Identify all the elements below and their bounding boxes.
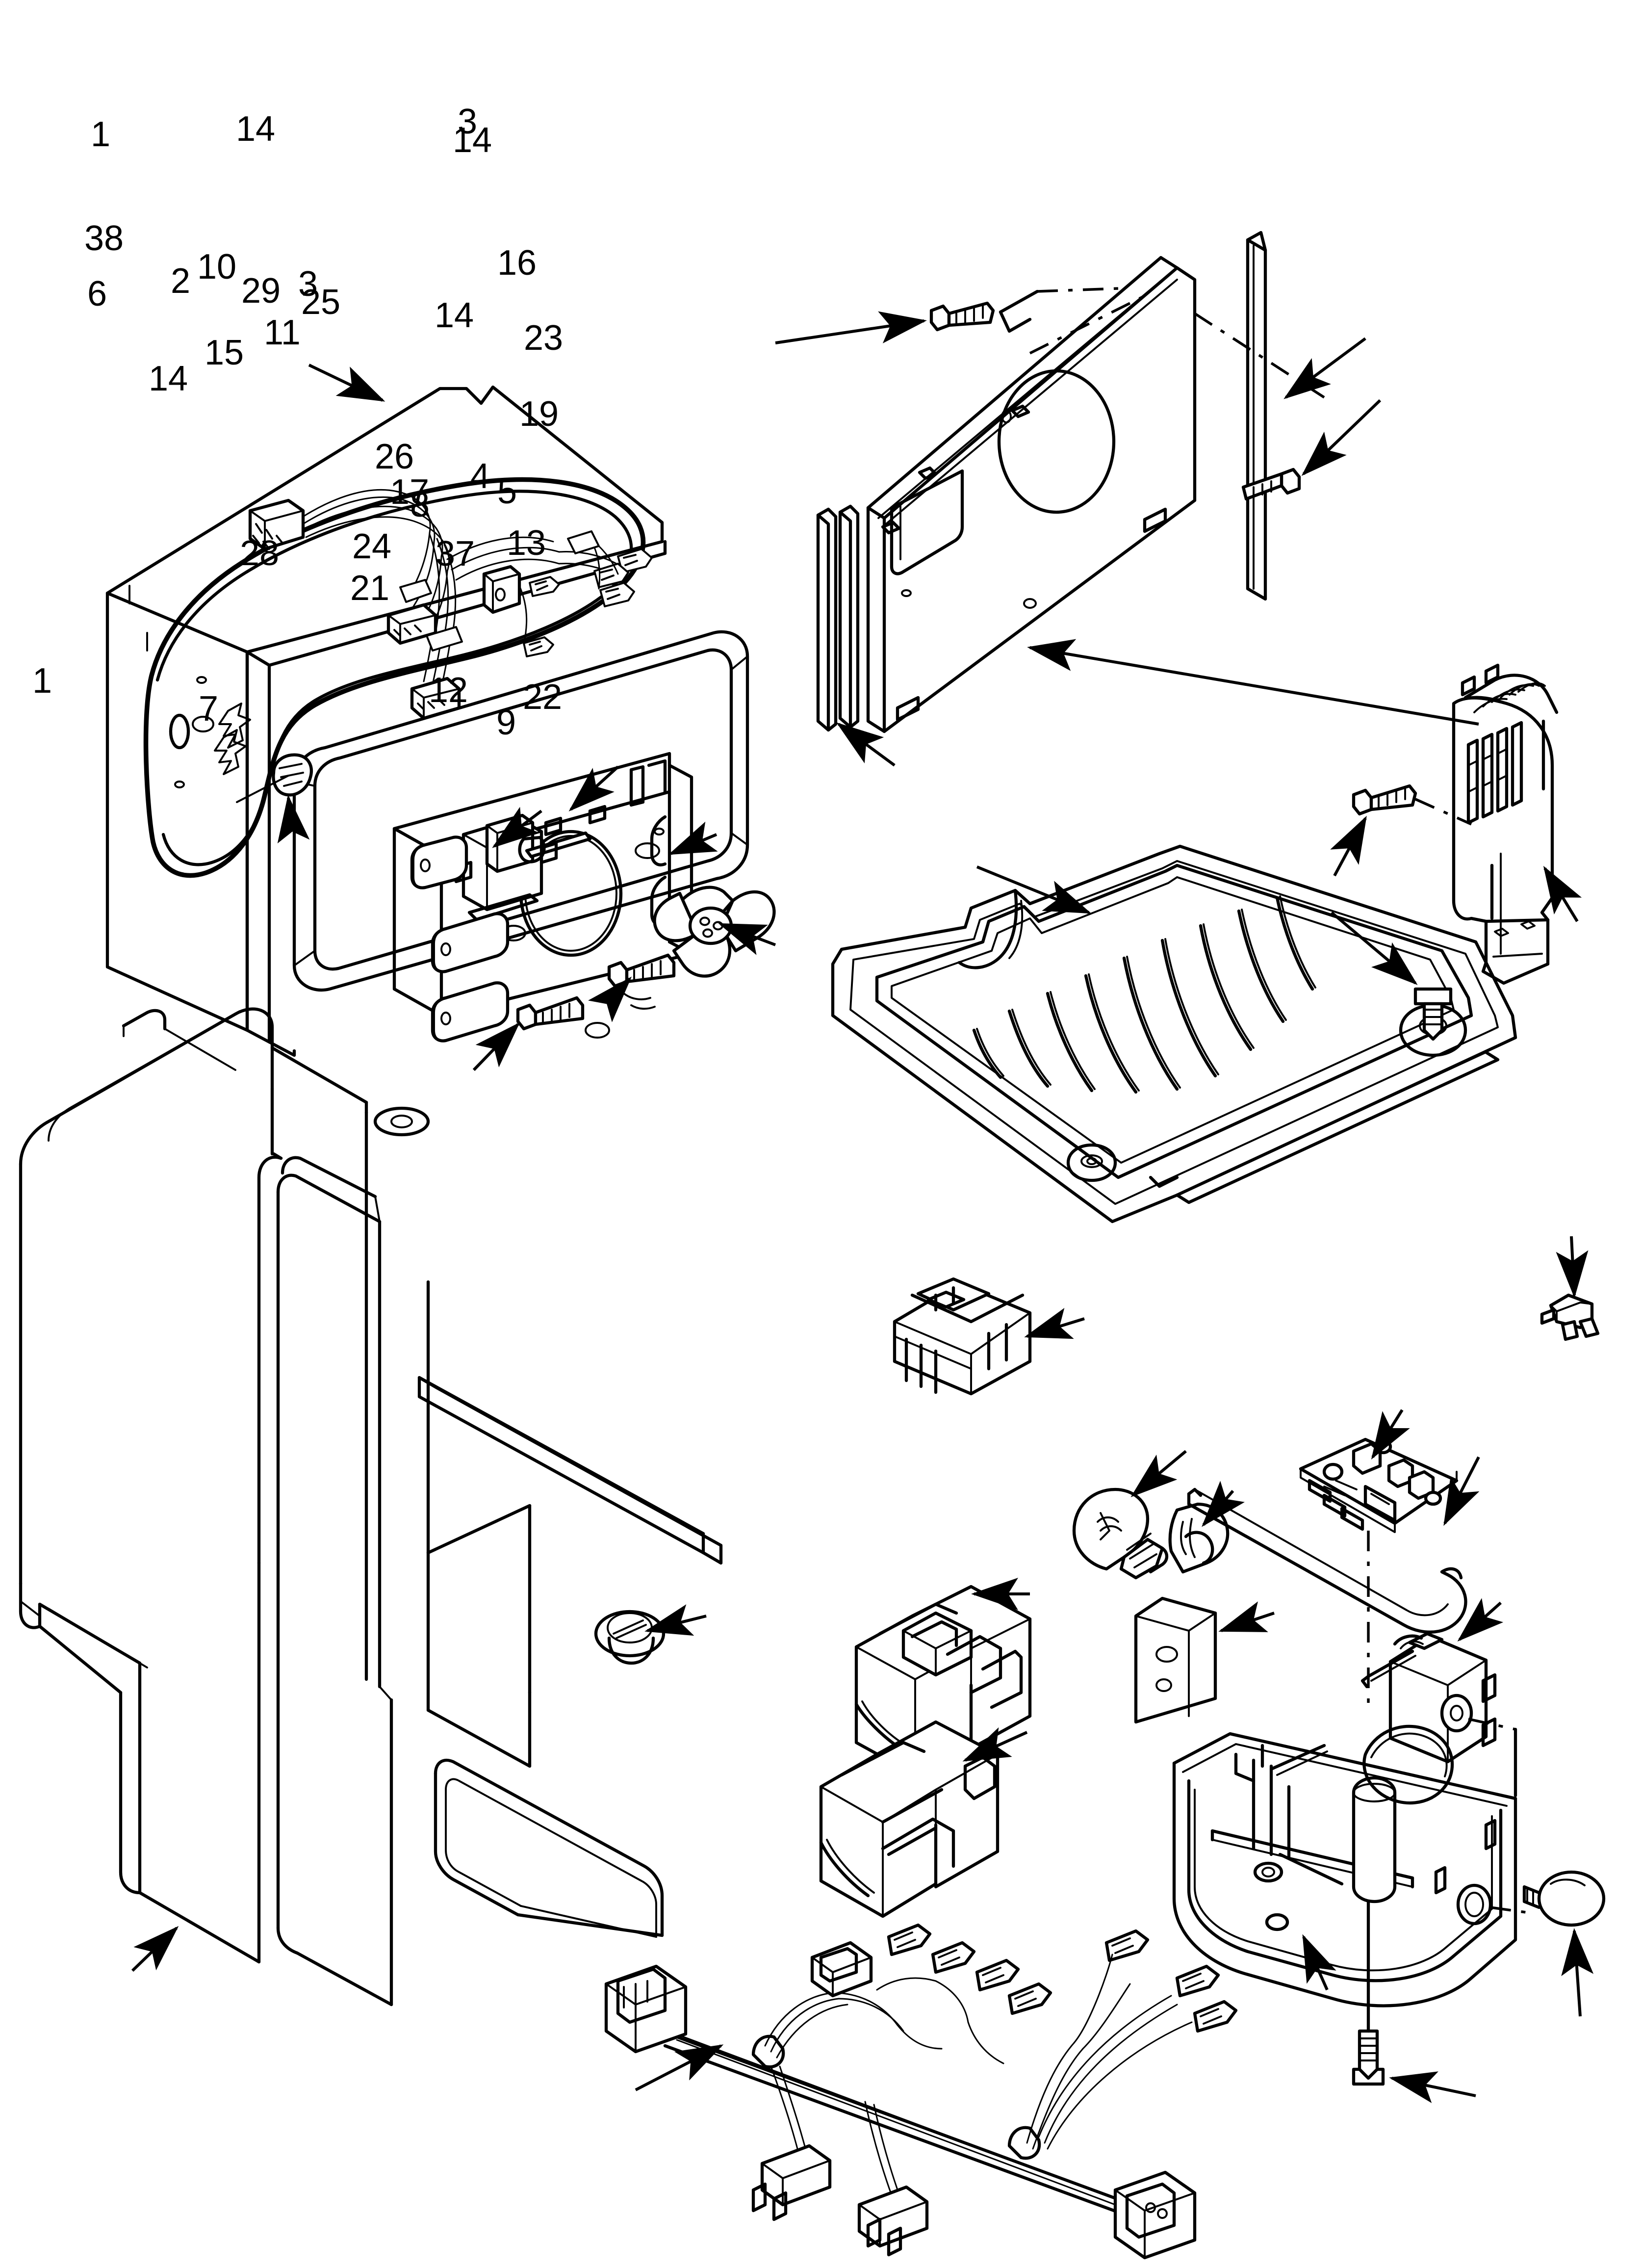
control-board: [1187, 1409, 1480, 1707]
top-wire-harness: [248, 489, 653, 720]
callout-22-drain-cap: 22: [523, 678, 563, 717]
callout-17-light-bulb: 17: [390, 472, 430, 512]
callout-25-drip-pan: 25: [301, 283, 341, 322]
callout-3-left: 3: [298, 264, 318, 304]
callout-37-mount-plate: 37: [436, 534, 475, 574]
light-bulb: [1072, 1450, 1187, 1580]
callout-1-bottom: 1: [32, 661, 52, 701]
callout-12-drain-pan: 12: [429, 671, 468, 710]
callout-38-harness: 38: [84, 219, 124, 258]
callout-14-duct: 14: [435, 296, 474, 335]
rear-access-panel: [775, 231, 1479, 767]
light-housing: [819, 1720, 1028, 1918]
callout-23-duct-cover: 23: [524, 318, 564, 358]
drip-pan: [831, 844, 1517, 1224]
callout-15-washer: 15: [205, 333, 244, 372]
screw-duct: [1352, 784, 1417, 816]
drain-plug-cap: [1522, 1870, 1606, 2017]
defrost-timer: [893, 1277, 1085, 1396]
callout-21-light-housing: 21: [350, 569, 390, 608]
callout-26-defrost-timer: 26: [375, 437, 414, 476]
drain-plug-part: [594, 1610, 666, 1665]
main-wire-harness: [604, 1923, 1238, 2260]
callout-5-sensor-tube: 5: [497, 472, 517, 511]
wire-clip: [1540, 1236, 1600, 1341]
callout-14-top-rear: 14: [236, 109, 276, 149]
screw-drain-pan-mount: [1352, 1900, 1476, 2103]
drain-pan-assembly: [1172, 1724, 1534, 2007]
callout-24-light-shield: 24: [352, 527, 392, 566]
grommet-plug-part: [272, 753, 313, 797]
callout-9-screw: 9: [496, 703, 516, 742]
screw-lower-left: [516, 996, 585, 1031]
cabinet-body: [19, 364, 723, 2007]
screw-drip-pan: [1413, 987, 1453, 1041]
callout-14-trim-right: 14: [453, 121, 492, 160]
upper-liner-box: [105, 385, 749, 1057]
callout-11-fan-blade: 11: [264, 313, 301, 352]
callout-8-bulb-shield: 8: [410, 485, 430, 524]
callout-3-right: 3: [458, 102, 478, 141]
screw-panel-top: [929, 301, 995, 332]
callout-13-cold-control: 13: [507, 523, 546, 563]
callout-14-fan-mount: 14: [149, 359, 188, 398]
callout-1-top: 1: [91, 115, 111, 154]
callout-6-grommet: 6: [87, 274, 107, 313]
callout-2-fan-motor: 2: [171, 261, 191, 301]
air-duct-cover: [1330, 663, 1582, 1041]
mounting-plate: [1134, 1596, 1275, 1724]
callout-10-bracket: 10: [197, 247, 237, 287]
callout-19-wire-clip: 19: [519, 394, 559, 434]
fan-assembly: [392, 752, 776, 1071]
callout-4-control-board: 4: [470, 457, 490, 496]
callout-29-shroud: 29: [241, 271, 281, 311]
bulb-socket-shield: [1168, 1481, 1245, 1574]
callout-16-panel: 16: [497, 243, 537, 283]
screw-lower-right: [607, 953, 676, 988]
screw-panel-right: [1241, 468, 1301, 501]
callout-7-wire-harness: 7: [199, 689, 219, 729]
callout-28-drain-plug: 28: [240, 534, 280, 573]
